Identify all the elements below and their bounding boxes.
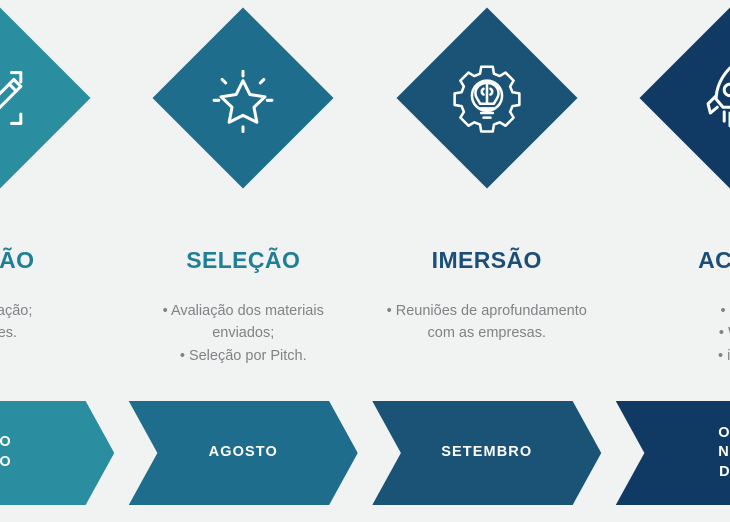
stage-badge-aceleracao[interactable] <box>639 7 730 189</box>
stage-title-inscricao: AÇÃO <box>0 247 35 273</box>
diamond-shape <box>152 7 334 189</box>
stage-bullets-imersao: • Reuniões de aprofundamento com as empr… <box>386 303 587 342</box>
stage-title-imersao: IMERSÃO <box>431 247 542 273</box>
stage-bullets-inscricao: ivulgação; ções. <box>0 303 33 342</box>
stage-badge-inscricao[interactable] <box>0 7 91 189</box>
ribbon-label: HO HO <box>0 434 12 470</box>
ribbon-month-setembro[interactable]: SETEMBRO <box>372 401 602 505</box>
ribbon-label: SETEMBRO <box>441 444 533 461</box>
stage-title-selecao: SELEÇÃO <box>186 247 301 273</box>
stage-column-aceleracao: ACEL • N • W • im OU NO DE <box>609 0 730 522</box>
ribbon-label: AGOSTO <box>208 444 278 461</box>
stage-bullets-selecao: • Avaliação dos materiais enviados; • Se… <box>162 303 324 364</box>
ribbon-month-agosto[interactable]: AGOSTO <box>128 401 358 505</box>
diamond-shape <box>396 7 578 189</box>
ribbon-month-inscricao[interactable]: HO HO <box>0 401 115 505</box>
stage-badge-imersao[interactable] <box>396 7 578 189</box>
stage-bullets-aceleracao: • N • W • im <box>718 303 730 364</box>
stage-column-selecao: SELEÇÃO • Avaliação dos materiais enviad… <box>122 0 366 522</box>
stage-badge-selecao[interactable] <box>152 7 334 189</box>
ribbon-month-aceleracao[interactable]: OU NO DE <box>615 401 730 505</box>
stage-title-aceleracao: ACEL <box>698 247 730 273</box>
stage-column-inscricao: AÇÃO ivulgação; ções. HO HO <box>0 0 122 522</box>
diamond-shape <box>0 7 91 189</box>
stage-column-imersao: IMERSÃO • Reuniões de aprofundamento com… <box>365 0 609 522</box>
ribbon-label: OU NO DE <box>718 424 730 480</box>
diamond-shape <box>639 7 730 189</box>
